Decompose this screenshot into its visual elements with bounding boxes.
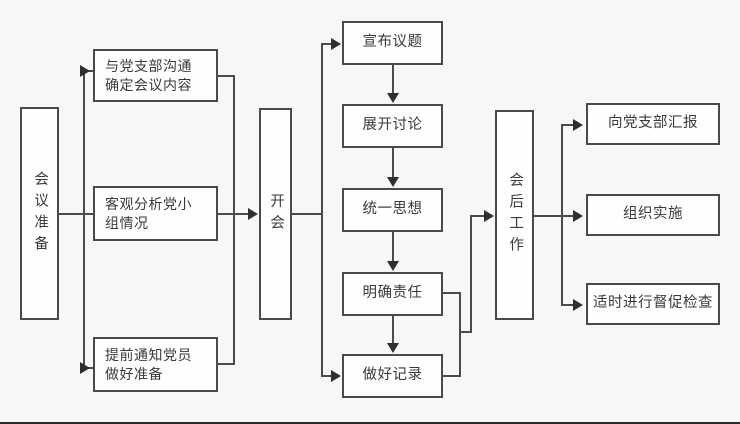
node-report-to-branch[interactable]: 向党支部汇报 [586,103,720,145]
node-meeting-preparation[interactable]: 会议准备 [20,107,59,320]
node-open-discussion[interactable]: 展开讨论 [342,104,443,148]
arrowhead-records [387,343,399,353]
connector-after-stub [534,215,563,217]
node-label: 组织实施 [623,206,683,223]
node-label: 向党支部汇报 [608,115,698,132]
node-prep-communicate-branch[interactable]: 与党支部沟通确定会议内容 [93,49,218,102]
node-clarify-responsibility[interactable]: 明确责任 [342,272,443,316]
arrowhead-responsibility [387,261,399,271]
node-label: 客观分析党小组情况 [105,196,192,231]
node-prep-analyze-group[interactable]: 客观分析党小组情况 [93,186,218,241]
connector-announce-to-discussion [392,65,394,94]
connector-after-to-implement [561,215,577,217]
connector-after-to-inspect [561,304,577,306]
connector-prep-to-child2 [83,213,95,215]
node-label: 明确责任 [362,285,423,302]
node-label: 做好记录 [362,367,423,384]
node-keep-records[interactable]: 做好记录 [342,354,443,398]
arrowhead-implement [573,210,583,222]
connector-meeting-exit-jog [459,331,472,333]
node-hold-meeting[interactable]: 开会 [259,108,292,320]
node-label: 开会 [268,192,285,236]
node-label: 会议准备 [32,170,49,257]
connector-unify-to-responsibility [392,232,394,262]
node-label: 会后工作 [507,172,524,258]
connector-meeting-exit-to-after [470,215,490,217]
node-timely-supervision[interactable]: 适时进行督促检查 [586,283,720,325]
arrowhead-report [573,119,583,131]
arrowhead-into-meeting [248,208,258,220]
connector-meeting-spine [321,43,323,375]
arrowhead-prep-child3 [80,362,90,374]
connector-prep-child1-out [218,75,235,77]
connector-meeting-exit-spine-b [470,215,472,333]
node-label: 统一思想 [362,201,423,218]
connector-meeting-to-announce [321,43,335,45]
connector-discussion-to-unify [392,148,394,178]
node-label: 提前通知党员做好准备 [105,347,192,382]
node-post-meeting-work[interactable]: 会后工作 [495,110,534,320]
arrowhead-unify [387,177,399,187]
connector-after-spine [561,124,563,304]
node-label: 与党支部沟通确定会议内容 [105,58,192,93]
connector-prep-merge-spine [233,75,235,365]
node-label: 适时进行督促检查 [593,295,713,312]
connector-prep-spine [83,70,85,368]
arrowhead-announce [331,38,341,50]
connector-records-out [443,375,461,377]
connector-responsibility-out [443,292,461,294]
connector-prep-child3-out [218,363,235,365]
node-prep-notify-members[interactable]: 提前通知党员做好准备 [93,337,218,392]
connector-responsibility-to-records [392,316,394,344]
connector-prep-stub [58,213,84,215]
node-announce-topic[interactable]: 宣布议题 [342,21,443,65]
node-label: 宣布议题 [362,34,423,51]
node-label: 展开讨论 [362,117,423,134]
connector-meeting-to-record [321,375,335,377]
connector-meeting-stub [291,213,323,215]
connector-prep-merge-to-meeting [218,213,256,215]
arrowhead-into-after-work [484,210,494,222]
arrowhead-prep-child1 [80,65,90,77]
arrowhead-inspect [573,299,583,311]
arrowhead-record [331,370,341,382]
node-unify-thinking[interactable]: 统一思想 [342,188,443,232]
node-organize-implementation[interactable]: 组织实施 [586,194,720,236]
connector-after-to-report [561,124,577,126]
connector-meeting-exit-spine-a [459,292,461,377]
arrowhead-discussion [387,93,399,103]
